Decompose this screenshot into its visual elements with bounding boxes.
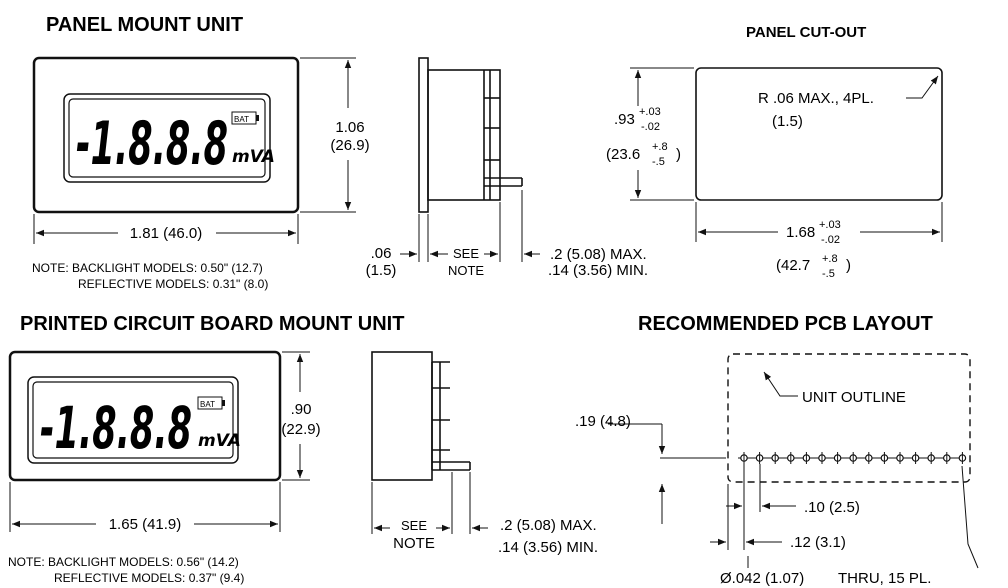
pcb-lcd-readout: -1.8.8.8 [40,394,192,462]
panel-unit-label: mVA [232,147,275,167]
cutout-h-mm-tol-minus: -.5 [652,156,665,168]
panel-bezel-mm: (1.5) [366,262,397,279]
pcb-battery-tip [222,400,225,406]
side-bezel [418,57,429,213]
cutout-h-mm: (23.6 [606,146,640,163]
panel-mount-side-view [418,57,523,213]
panel-lcd-readout: -1.8.8.8 [76,109,228,179]
pcb-height-in: .90 [291,401,312,418]
pcb-pin-min: .14 (3.56) MIN. [498,539,598,556]
panel-mount-front-view: -1.8.8.8 BAT mVA [32,56,300,214]
pcb-mount-title: PRINTED CIRCUIT BOARD MOUNT UNIT [20,313,404,335]
cutout-outline [695,67,943,201]
pcb-edge-dim: .12 (3.1) [790,534,846,551]
cutout-h-tol-minus: -.02 [641,121,660,133]
pcb-note-line1: NOTE: BACKLIGHT MODELS: 0.56" (14.2) [8,555,239,569]
cutout-h-tol-plus: +.03 [639,106,661,118]
pcb-mount-side-view [371,351,471,481]
cutout-radius: R .06 MAX., 4PL. [758,90,874,107]
cutout-radius-mm: (1.5) [772,113,803,130]
side-body [427,69,501,201]
pcb-see: SEE [401,518,427,533]
pcb-thru-dim: THRU, 15 PL. [838,570,931,587]
pcb-pitch-dim: .10 (2.5) [804,499,860,516]
pcb-side-body [371,351,433,481]
panel-cutout-title: PANEL CUT-OUT [746,24,866,41]
cutout-w-mm-tol-minus: -.5 [822,268,835,280]
pcb-bezel-outline [8,350,282,482]
pcb-layout-title: RECOMMENDED PCB LAYOUT [638,313,933,335]
pcb-lcd-window [32,381,234,459]
pcb-pin-max: .2 (5.08) MAX. [500,517,597,534]
panel-height-mm: (26.9) [330,137,369,154]
cutout-w-mm-tol-plus: +.8 [822,253,838,265]
panel-height-in: 1.06 [335,119,364,136]
cutout-w-tol-minus: -.02 [821,234,840,246]
cutout-w-tol-plus: +.03 [819,219,841,231]
pcb-note-line2: REFLECTIVE MODELS: 0.37" (9.4) [54,571,244,585]
cutout-h-mm-close: ) [676,146,681,163]
panel-pin-min: .14 (3.56) MIN. [548,262,648,279]
pcb-lcd-frame [27,376,239,464]
pcb-note-ref: NOTE [393,535,435,552]
panel-mount-title: PANEL MOUNT UNIT [46,14,243,36]
pcb-unit-label: mVA [198,431,241,451]
pcb-hole-dim: Ø.042 (1.07) [720,570,804,587]
pcb-offset-dim: .19 (4.8) [575,413,631,430]
cutout-w-mm: (42.7 [776,257,810,274]
panel-bat-label: BAT [234,115,249,124]
pcb-height-mm: (22.9) [281,421,320,438]
pcb-mount-front-view: -1.8.8.8 BAT mVA [8,350,282,482]
pcb-unit-outline [727,353,971,483]
panel-see: SEE [453,246,479,261]
panel-battery-tip [256,115,259,121]
panel-note-line1: NOTE: BACKLIGHT MODELS: 0.50" (12.7) [32,261,263,275]
cutout-w-mm-close: ) [846,257,851,274]
panel-width-dim: 1.81 (46.0) [130,225,203,242]
panel-note-line2: REFLECTIVE MODELS: 0.31" (8.0) [78,277,268,291]
unit-outline-label: UNIT OUTLINE [802,389,906,406]
pin-hole-row [740,452,967,464]
thru-leader [961,465,979,569]
panel-pin-max: .2 (5.08) MAX. [550,246,647,263]
cutout-w-in: 1.68 [786,224,815,241]
cutout-h-mm-tol-plus: +.8 [652,141,668,153]
panel-bezel-outline [32,56,300,214]
panel-note-ref: NOTE [448,263,484,278]
panel-bezel-in: .06 [371,245,392,262]
outline-leader [763,371,798,397]
pcb-width-dim: 1.65 (41.9) [109,516,182,533]
cutout-h-in: .93 [614,111,635,128]
radius-leader [906,75,939,99]
pcb-bat-label: BAT [200,400,215,409]
panel-lcd-window [68,98,266,178]
panel-lcd-frame [63,93,271,183]
